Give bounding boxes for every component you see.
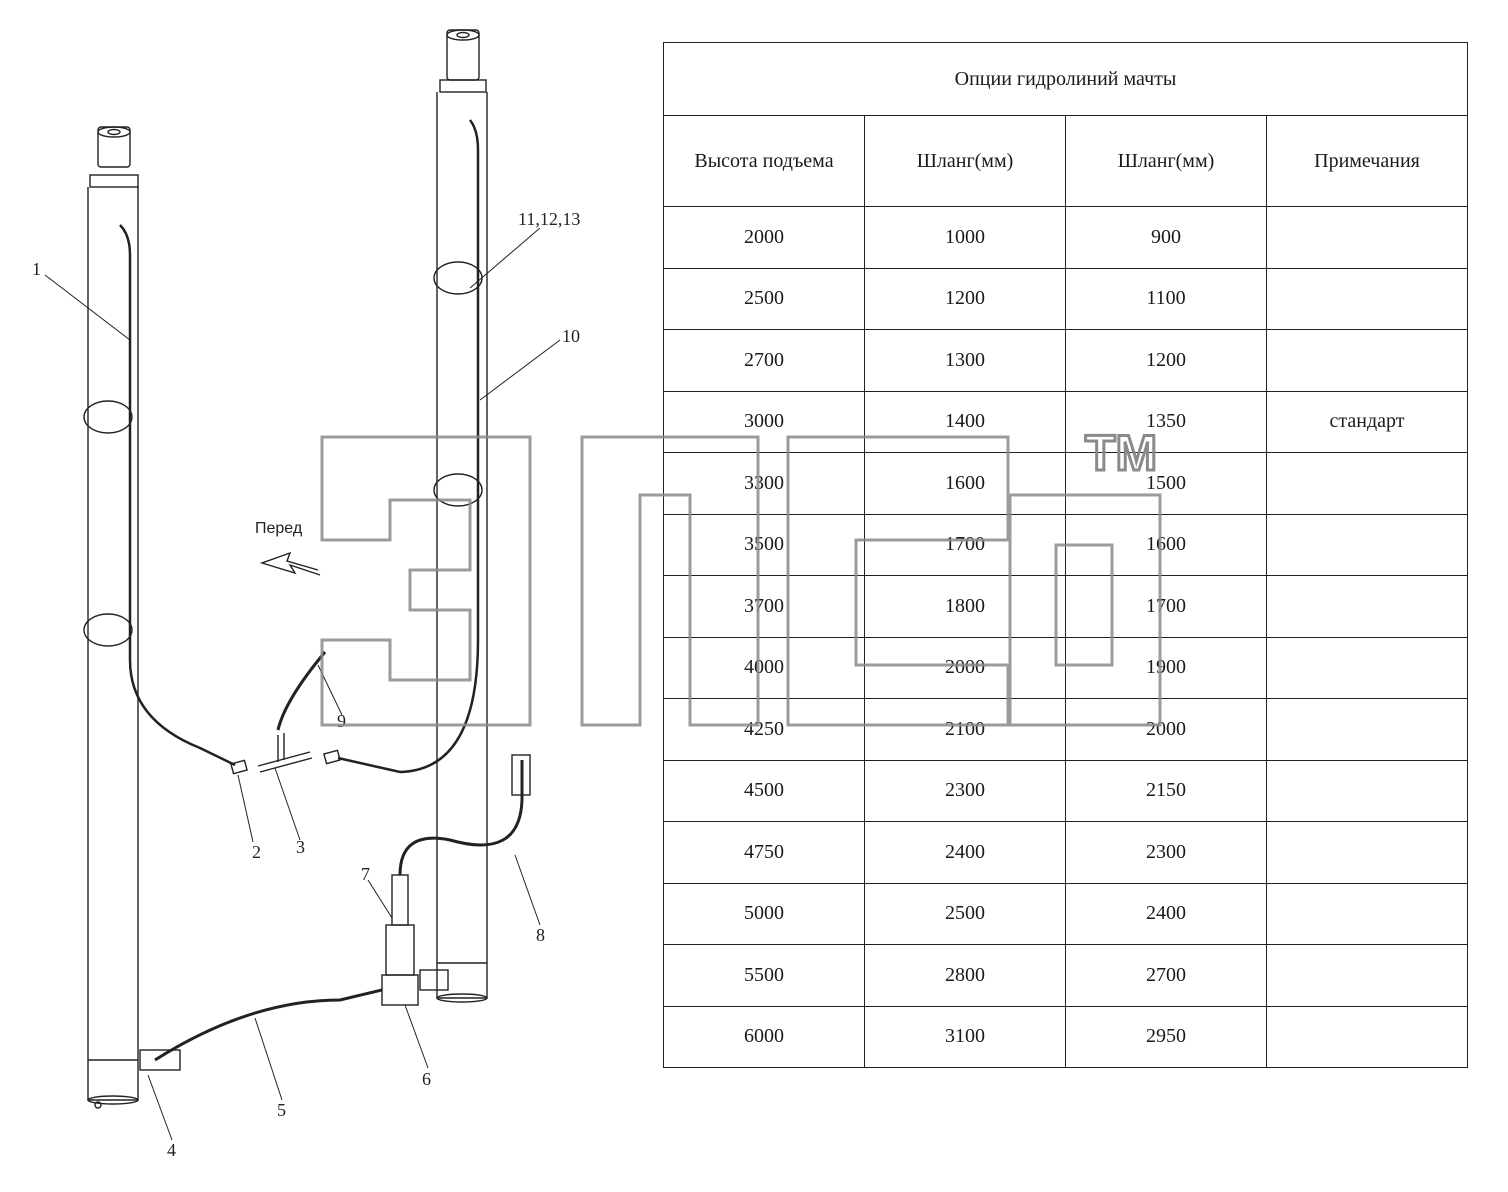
cell-hose-1: 1000 bbox=[864, 206, 1066, 269]
cell-hose-2: 2150 bbox=[1065, 759, 1267, 822]
cell-notes bbox=[1266, 575, 1468, 638]
cell-notes bbox=[1266, 636, 1468, 699]
cell-hose-2: 900 bbox=[1065, 206, 1267, 269]
left-pipe bbox=[119, 224, 236, 767]
cell-hose-1: 2300 bbox=[864, 759, 1066, 822]
cell-notes bbox=[1266, 1005, 1468, 1068]
cell-lift-height: 2700 bbox=[663, 329, 865, 392]
cell-hose-2: 2400 bbox=[1065, 882, 1267, 945]
cell-hose-1: 1400 bbox=[864, 390, 1066, 453]
callout-5: 5 bbox=[277, 1100, 286, 1120]
cell-hose-2: 2700 bbox=[1065, 944, 1267, 1007]
right-cylinder bbox=[436, 29, 488, 1003]
table-title: Опции гидролиний мачты bbox=[663, 42, 1468, 116]
hydraulic-options-table: Опции гидролиний мачты Высота подъема Шл… bbox=[663, 42, 1468, 1068]
cell-hose-2: 1100 bbox=[1065, 267, 1267, 330]
cell-notes bbox=[1266, 267, 1468, 330]
callout-7: 7 bbox=[361, 864, 370, 884]
cell-hose-1: 1700 bbox=[864, 513, 1066, 576]
cell-lift-height: 3700 bbox=[663, 575, 865, 638]
cell-hose-1: 2100 bbox=[864, 698, 1066, 761]
cell-hose-2: 1900 bbox=[1065, 636, 1267, 699]
callout-10: 10 bbox=[562, 326, 580, 346]
cell-hose-1: 1600 bbox=[864, 452, 1066, 515]
header-notes: Примечания bbox=[1266, 115, 1468, 207]
cell-lift-height: 4250 bbox=[663, 698, 865, 761]
front-direction-label: Перед bbox=[255, 520, 303, 537]
header-hose-2: Шланг(мм) bbox=[1065, 115, 1267, 207]
cell-hose-1: 1200 bbox=[864, 267, 1066, 330]
cell-hose-2: 1600 bbox=[1065, 513, 1267, 576]
front-direction-arrow bbox=[259, 551, 321, 576]
cell-notes bbox=[1266, 944, 1468, 1007]
cell-lift-height: 3300 bbox=[663, 452, 865, 515]
cell-lift-height: 5000 bbox=[663, 882, 865, 945]
left-cylinder bbox=[87, 126, 139, 1109]
cell-notes bbox=[1266, 759, 1468, 822]
cell-notes bbox=[1266, 821, 1468, 884]
cell-notes bbox=[1266, 206, 1468, 269]
header-hose-1: Шланг(мм) bbox=[864, 115, 1066, 207]
cell-notes bbox=[1266, 452, 1468, 515]
callout-9: 9 bbox=[337, 711, 346, 731]
cell-hose-1: 2400 bbox=[864, 821, 1066, 884]
callout-11-12-13: 11,12,13 bbox=[518, 209, 580, 229]
header-lift-height: Высота подъема bbox=[663, 115, 865, 207]
cell-hose-1: 1800 bbox=[864, 575, 1066, 638]
cell-notes bbox=[1266, 882, 1468, 945]
cell-hose-2: 1350 bbox=[1065, 390, 1267, 453]
cell-hose-2: 2000 bbox=[1065, 698, 1267, 761]
cell-hose-2: 1700 bbox=[1065, 575, 1267, 638]
cell-lift-height: 4000 bbox=[663, 636, 865, 699]
cell-hose-1: 3100 bbox=[864, 1005, 1066, 1068]
cell-lift-height: 2000 bbox=[663, 206, 865, 269]
cell-hose-1: 2800 bbox=[864, 944, 1066, 1007]
cell-notes: стандарт bbox=[1266, 390, 1468, 453]
cell-lift-height: 5500 bbox=[663, 944, 865, 1007]
cell-notes bbox=[1266, 513, 1468, 576]
callout-4: 4 bbox=[167, 1140, 176, 1160]
callout-1: 1 bbox=[32, 259, 41, 279]
callout-6: 6 bbox=[422, 1069, 431, 1089]
cell-notes bbox=[1266, 329, 1468, 392]
callout-2: 2 bbox=[252, 842, 261, 862]
right-pipe bbox=[337, 119, 480, 774]
cell-hose-1: 2000 bbox=[864, 636, 1066, 699]
cell-hose-1: 1300 bbox=[864, 329, 1066, 392]
cell-hose-2: 1200 bbox=[1065, 329, 1267, 392]
cell-lift-height: 6000 bbox=[663, 1005, 865, 1068]
cell-lift-height: 4500 bbox=[663, 759, 865, 822]
cell-hose-1: 2500 bbox=[864, 882, 1066, 945]
cell-hose-2: 1500 bbox=[1065, 452, 1267, 515]
cell-lift-height: 3500 bbox=[663, 513, 865, 576]
cell-lift-height: 4750 bbox=[663, 821, 865, 884]
callout-3: 3 bbox=[296, 837, 305, 857]
callout-8: 8 bbox=[536, 925, 545, 945]
cell-lift-height: 3000 bbox=[663, 390, 865, 453]
cell-hose-2: 2950 bbox=[1065, 1005, 1267, 1068]
cell-lift-height: 2500 bbox=[663, 267, 865, 330]
cell-hose-2: 2300 bbox=[1065, 821, 1267, 884]
cell-notes bbox=[1266, 698, 1468, 761]
